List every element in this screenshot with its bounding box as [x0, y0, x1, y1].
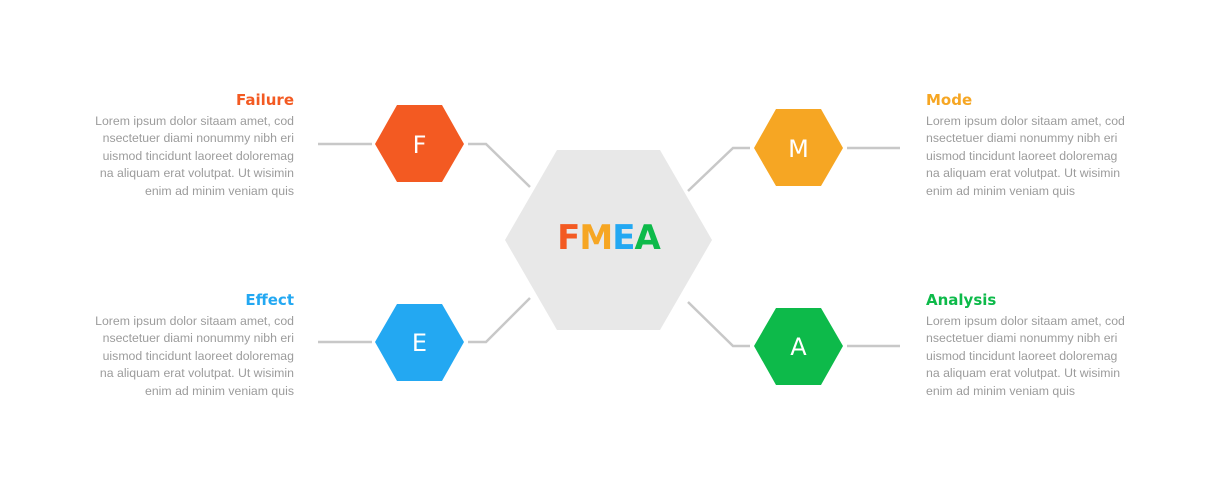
hex-mode: M — [754, 109, 843, 186]
body-analysis: Lorem ipsum dolor sitaam amet, cod nsect… — [926, 314, 1125, 398]
hex-letter-f: F — [413, 131, 427, 159]
textblock-analysis: Analysis Lorem ipsum dolor sitaam amet, … — [926, 291, 1141, 400]
connector-mode-center — [687, 146, 750, 192]
hexagon-shape — [375, 304, 464, 381]
connector-failure-center — [468, 142, 531, 188]
center-letter-a: A — [634, 218, 660, 258]
textblock-failure: Failure Lorem ipsum dolor sitaam amet, c… — [79, 91, 294, 200]
hex-effect: E — [375, 304, 464, 381]
hex-letter-a: A — [790, 333, 807, 361]
hexagon-shape — [754, 308, 843, 385]
hex-letter-m: M — [788, 135, 809, 163]
hex-failure: F — [375, 105, 464, 182]
center-letter-e: E — [612, 218, 635, 258]
textblock-mode: Mode Lorem ipsum dolor sitaam amet, cod … — [926, 91, 1141, 200]
body-effect: Lorem ipsum dolor sitaam amet, cod nsect… — [95, 314, 294, 398]
hexagon-shape — [375, 105, 464, 182]
center-letter-f: F — [557, 218, 580, 258]
connectors — [318, 142, 900, 348]
title-failure: Failure — [235, 91, 294, 109]
center-letter-m: M — [579, 218, 613, 258]
title-mode: Mode — [926, 91, 973, 109]
body-failure: Lorem ipsum dolor sitaam amet, cod nsect… — [95, 114, 294, 198]
hex-analysis: A — [754, 308, 843, 385]
hex-letter-e: E — [412, 329, 427, 357]
body-mode: Lorem ipsum dolor sitaam amet, cod nsect… — [926, 114, 1125, 198]
title-effect: Effect — [245, 291, 294, 309]
center-title: FMEA — [505, 218, 712, 258]
connector-analysis-center — [687, 301, 750, 348]
title-analysis: Analysis — [926, 291, 997, 309]
hexagon-shape — [754, 109, 843, 186]
center-hexagon — [505, 150, 712, 330]
connector-effect-center — [468, 297, 531, 344]
textblock-effect: Effect Lorem ipsum dolor sitaam amet, co… — [79, 291, 294, 400]
